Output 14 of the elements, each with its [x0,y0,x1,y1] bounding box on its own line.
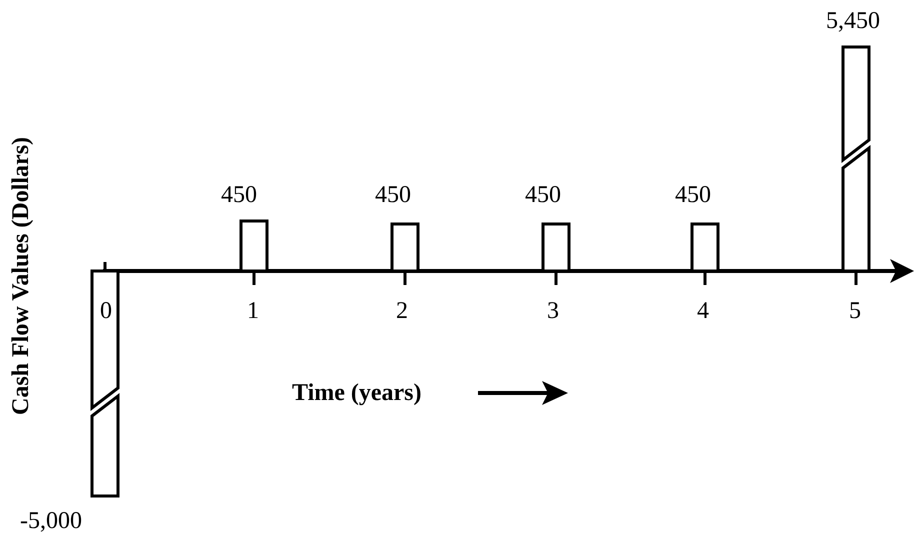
value-label: 450 [675,182,711,208]
tick-label: 2 [396,298,408,324]
axis-title: Cash Flow Values (Dollars) [8,136,34,415]
tick-label: 4 [697,298,709,324]
tick-label: 3 [547,298,559,324]
value-label: 450 [375,182,411,208]
value-label: 5,450 [826,8,880,34]
value-label: 450 [221,182,257,208]
value-label: 450 [525,182,561,208]
tick-label: 1 [247,298,259,324]
axis-title: Time (years) [292,380,422,406]
value-label: -5,000 [20,508,82,533]
tick-label: 5 [849,298,861,324]
tick-label: 0 [100,298,112,324]
